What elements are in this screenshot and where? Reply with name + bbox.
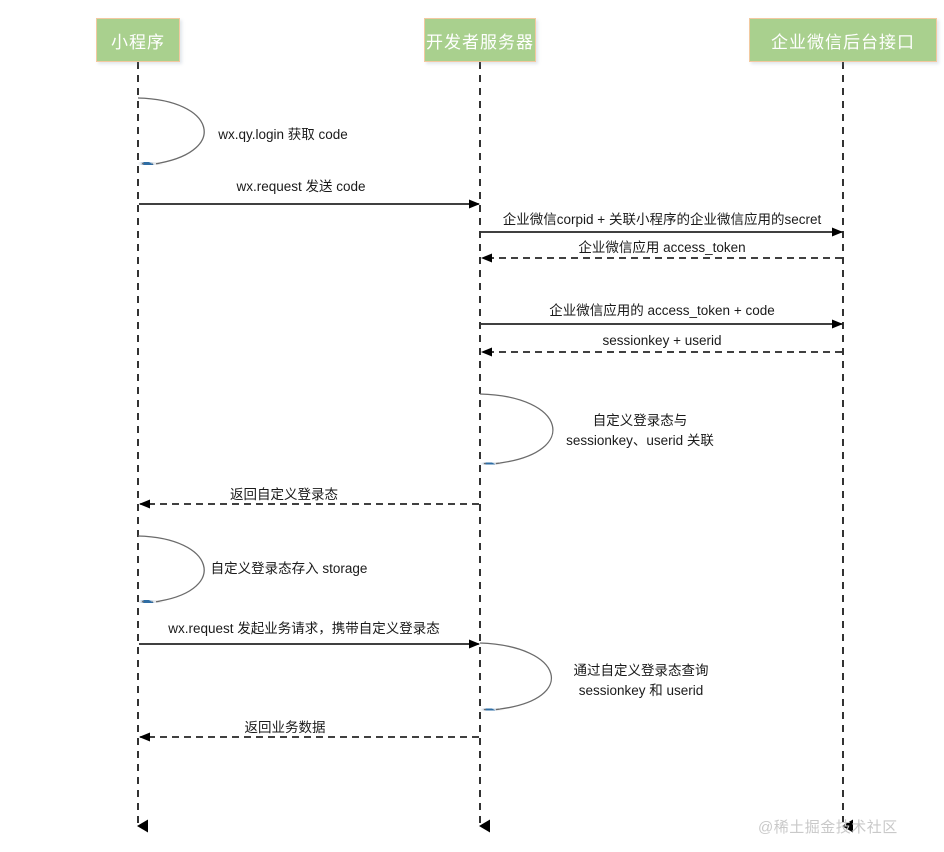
message-arrow-m11 <box>479 642 552 715</box>
watermark: @稀土掘金技术社区 <box>758 819 898 836</box>
lifelines <box>137 62 853 833</box>
actor-label-dev-server: 开发者服务器 <box>426 32 534 52</box>
message-label-m12: 返回业务数据 <box>244 720 326 735</box>
actor-box-dev-server[interactable]: 开发者服务器 <box>424 18 536 62</box>
message-label-m8: 返回自定义登录态 <box>230 487 338 502</box>
message-label-m2: wx.request 发送 code <box>236 179 366 194</box>
message-label-m11: 通过自定义登录态查询 sessionkey 和 userid <box>574 661 709 702</box>
actor-box-miniprogram[interactable]: 小程序 <box>96 18 180 62</box>
message-arrow-m9 <box>137 535 205 607</box>
message-label-m7-line1: 自定义登录态与 <box>592 413 688 428</box>
message-label-m4: 企业微信应用 access_token <box>578 240 746 255</box>
message-label-m11-line2: sessionkey 和 userid <box>578 683 704 699</box>
actor-box-wecom-backend[interactable]: 企业微信后台接口 <box>749 18 937 62</box>
actor-label-wecom-backend: 企业微信后台接口 <box>771 32 915 52</box>
message-label-m10: wx.request 发起业务请求，携带自定义登录态 <box>168 621 440 636</box>
message-label-m5: 企业微信应用的 access_token + code <box>549 303 775 318</box>
message-label-m3: 企业微信corpid + 关联小程序的企业微信应用的secret <box>502 212 822 227</box>
message-label-m7-line2: sessionkey、userid 关联 <box>566 433 714 449</box>
message-label-m7: 自定义登录态与 sessionkey、userid 关联 <box>566 411 714 452</box>
message-label-m1: wx.qy.login 获取 code <box>218 127 348 142</box>
message-label-m11-line1: 通过自定义登录态查询 <box>573 663 709 678</box>
message-label-m6: sessionkey + userid <box>602 333 722 348</box>
actor-label-miniprogram: 小程序 <box>111 32 165 52</box>
message-arrow-m1 <box>137 97 205 169</box>
message-arrow-m7 <box>479 393 554 469</box>
message-label-m9: 自定义登录态存入 storage <box>210 561 368 576</box>
